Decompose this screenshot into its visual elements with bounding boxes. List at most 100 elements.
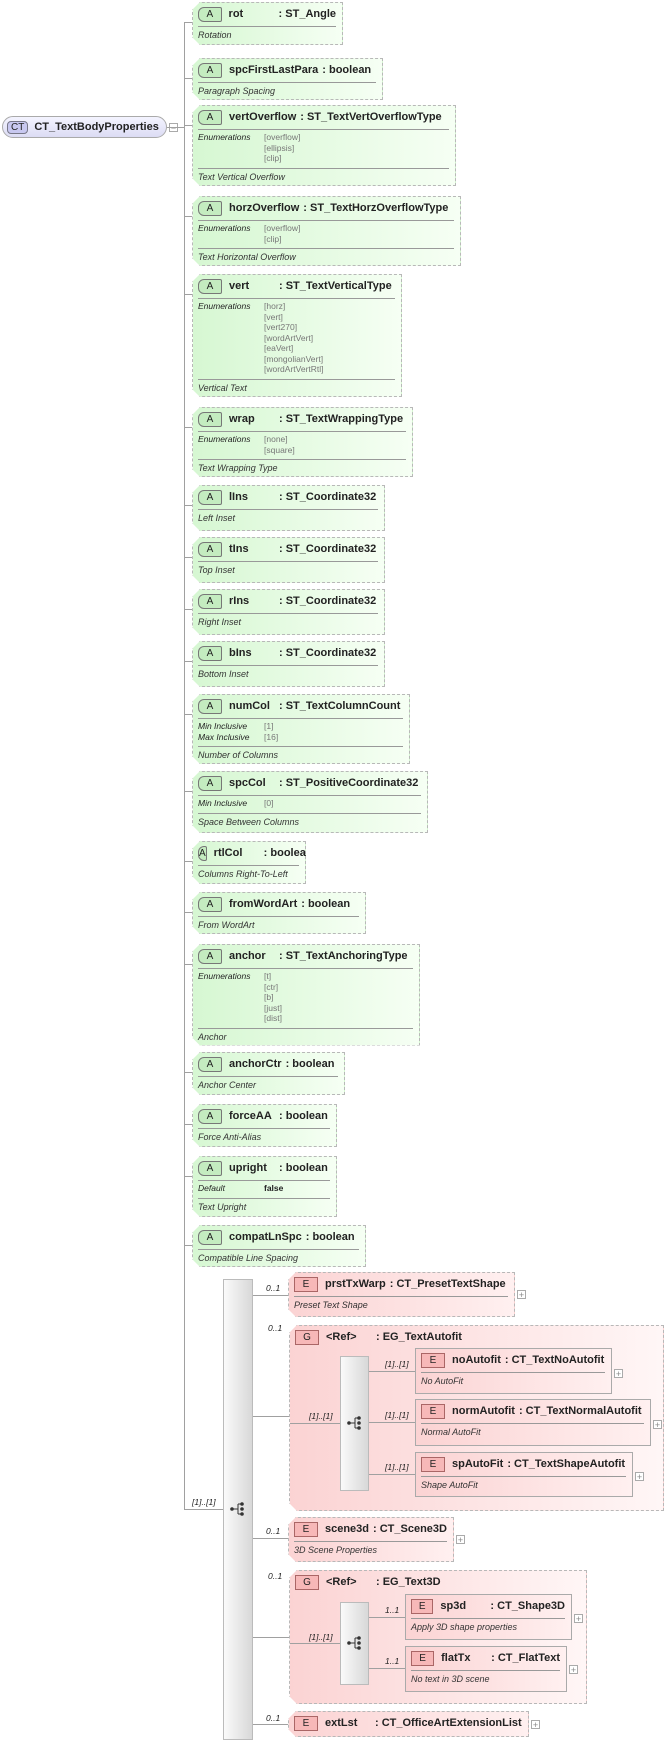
a-badge-icon: A [198, 412, 222, 427]
divider [198, 916, 359, 917]
divider [294, 1541, 447, 1542]
expand-toggle[interactable]: + [614, 1369, 623, 1379]
divider [198, 1028, 413, 1029]
node-description: Text Horizontal Overflow [198, 252, 296, 262]
connector-line [369, 1617, 405, 1618]
node-description: Number of Columns [198, 750, 279, 760]
facet-value: [overflow] [264, 223, 301, 233]
divider [411, 1618, 565, 1619]
a-badge-icon: A [198, 646, 222, 661]
node-name: tIns [229, 543, 249, 555]
sequence-cardinality: [1]..[1] [192, 1497, 216, 1507]
divider [198, 665, 378, 666]
a-badge-icon: A [198, 1109, 222, 1124]
expand-toggle[interactable]: + [517, 1290, 526, 1300]
divider [421, 1372, 605, 1373]
cardinality-label: 0..1 [266, 1713, 281, 1723]
a-badge-icon: A [198, 490, 222, 505]
node-description: Top Inset [198, 565, 235, 575]
node-name: upright [229, 1162, 267, 1174]
connector-line [184, 964, 193, 965]
expand-toggle[interactable]: + [653, 1420, 662, 1430]
node-name: noAutofit [452, 1354, 501, 1366]
node-description: Shape AutoFit [421, 1480, 478, 1490]
choice-cardinality: [1]..[1] [309, 1411, 333, 1421]
node-name: <Ref> [326, 1331, 357, 1343]
node-type: : ST_TextVertOverflowType [300, 111, 442, 123]
node-type: : ST_TextVerticalType [279, 280, 392, 292]
connector-line [184, 609, 193, 610]
sequence-compositor[interactable] [223, 1279, 253, 1740]
expand-toggle[interactable]: + [569, 1665, 578, 1675]
choice-compositor[interactable] [340, 1356, 369, 1491]
node-type: : CT_FlatText [491, 1652, 560, 1664]
facet-value: [eaVert] [264, 343, 294, 353]
facet-row: Max Inclusive[16] [198, 732, 403, 743]
a-badge-icon: A [198, 897, 222, 912]
expand-toggle[interactable]: + [635, 1472, 644, 1482]
connector-line [253, 1295, 288, 1296]
node-name: rtlCol [213, 847, 243, 859]
g-badge-icon: G [295, 1575, 319, 1590]
node-description: Vertical Text [198, 382, 247, 393]
expand-toggle[interactable]: + [456, 1535, 465, 1545]
node-type: : ST_TextAnchoringType [279, 950, 408, 962]
node-type: : ST_Coordinate32 [279, 543, 377, 555]
sequence-compositor-icon[interactable] [230, 1502, 246, 1521]
facet-value: [square] [264, 444, 295, 455]
facet-value: [ellipsis] [264, 142, 295, 153]
expand-toggle[interactable]: + [574, 1614, 583, 1624]
a-badge-icon: A [198, 594, 222, 609]
facet-value: [vert] [264, 311, 283, 322]
divider [198, 248, 454, 249]
connector-line [184, 714, 193, 715]
connector-line [253, 1637, 289, 1638]
facet-row: Min Inclusive[1] [198, 721, 403, 732]
cardinality-label: 0..1 [268, 1323, 283, 1333]
sequence-compositor-icon[interactable] [347, 1636, 363, 1655]
divider [198, 168, 449, 169]
expand-toggle[interactable]: + [531, 1720, 540, 1730]
sequence-compositor-icon[interactable] [347, 1416, 363, 1435]
complex-type-name: CT_TextBodyProperties [34, 121, 159, 133]
node-description: Paragraph Spacing [198, 86, 276, 96]
facet-values: [16] [264, 732, 278, 743]
facet-values: [t][ctr][b][just][dist] [264, 971, 282, 1024]
complex-type-node[interactable]: CT CT_TextBodyProperties [2, 116, 167, 138]
facet-row: Enumerations[overflow][ellipsis][clip] [198, 132, 449, 164]
